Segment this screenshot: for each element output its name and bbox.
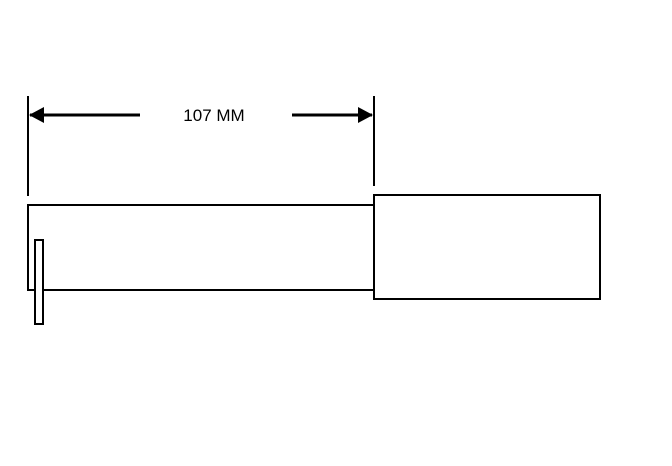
left-arrowhead (29, 107, 44, 123)
cross-pin (34, 239, 44, 325)
tool-body (373, 194, 601, 300)
dimension-label: 107 MM (183, 106, 244, 125)
tool-shaft (27, 204, 375, 291)
right-arrowhead (358, 107, 373, 123)
